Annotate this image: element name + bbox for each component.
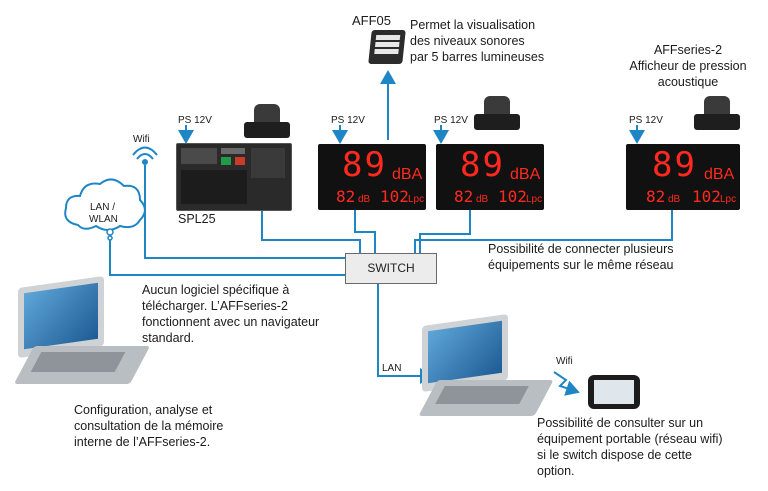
display-1-small-1: 82 (336, 187, 356, 206)
lan-label: LAN (382, 363, 402, 374)
affseries2-display-3: 89 dBA 82 dB 102 Lpc (626, 144, 740, 210)
config-note-3: interne de l’AFFseries-2. (74, 435, 211, 449)
display-3-big-value: 89 (652, 145, 697, 185)
switch-label: SWITCH (367, 261, 415, 275)
line-wifi-switch (144, 165, 345, 259)
software-note-2: télécharger. L’AFFseries-2 (142, 299, 288, 313)
affseries2-display-1: 89 dBA 82 dB 102 Lpc (318, 144, 426, 210)
display-1-unit: dBA (392, 166, 423, 183)
config-note-1: Configuration, analyse et (74, 403, 213, 417)
laptop-center-icon (418, 313, 554, 420)
line-display1-switch (354, 210, 376, 253)
laptop-left-icon (13, 275, 151, 390)
display-2-small-unit-1: dB (476, 194, 489, 205)
aff05-desc-2: des niveaux sonores (410, 34, 525, 48)
display-1-small-unit-2: Lpc (408, 194, 425, 205)
aff05-title: AFF05 (352, 13, 392, 28)
line-cloud-switch (109, 230, 345, 276)
ps12v-label: PS 12V (434, 115, 468, 126)
affseries2-display-2: 89 dBA 82 dB 102 Lpc (436, 144, 544, 210)
ps12v-label: PS 12V (331, 115, 365, 126)
microphone-icon (474, 96, 520, 132)
multi-note-2: équipements sur le même réseau (488, 258, 674, 272)
aff05-device-icon (368, 30, 406, 64)
aff05-desc-3: par 5 barres lumineuses (410, 50, 545, 64)
config-note-2: consultation de la mémoire (74, 419, 224, 433)
switch-box: SWITCH (345, 253, 437, 284)
display-3-small-1: 82 (646, 187, 666, 206)
display-1-small-unit-1: dB (358, 194, 371, 205)
affseries2-desc-1: AFFseries-2 (653, 43, 723, 57)
display-2-unit: dBA (510, 166, 541, 183)
line-switch-laptop (377, 282, 434, 384)
multi-note-1: Possibilité de connecter plusieurs (488, 242, 674, 256)
wifi-icon (132, 146, 158, 165)
cloud-label-2: WLAN (89, 214, 118, 225)
display-1-big-value: 89 (342, 145, 387, 185)
spl25-device (176, 143, 292, 211)
ps12v-label: PS 12V (178, 115, 212, 126)
affseries2-desc-2: Afficheur de pression (629, 59, 747, 73)
spl25-label: SPL25 (178, 212, 216, 226)
microphone-icon (244, 104, 290, 140)
ps12v-label: PS 12V (629, 115, 663, 126)
display-2-small-1: 82 (454, 187, 474, 206)
software-note-3: fonctionnent avec un navigateur (142, 315, 320, 329)
microphone-icon (694, 96, 740, 132)
display-3-unit: dBA (704, 166, 735, 183)
mobile-note-1: Possibilité de consulter sur un (537, 416, 704, 430)
display-2-small-unit-2: Lpc (526, 194, 543, 205)
wifi-label-right: Wifi (556, 356, 573, 367)
aff05-desc-1: Permet la visualisation (410, 18, 536, 32)
wifi-signal-line (553, 371, 580, 396)
display-3-small-unit-2: Lpc (720, 194, 737, 205)
line-display2-switch (419, 210, 471, 253)
cloud-label-1: LAN / (90, 202, 116, 213)
affseries2-desc-3: acoustique (657, 75, 719, 89)
display-1-small-2: 102 (380, 187, 409, 206)
display-2-big-value: 89 (460, 145, 505, 185)
software-note-1: Aucun logiciel spécifique à (142, 283, 290, 297)
wifi-label-left: Wifi (133, 134, 150, 145)
mobile-note-2: équipement portable (réseau wifi) (537, 432, 723, 446)
mobile-note-4: option. (537, 464, 575, 478)
display-3-small-unit-1: dB (668, 194, 681, 205)
mobile-note-3: si le switch dispose de cette (537, 448, 692, 462)
display-2-small-2: 102 (498, 187, 527, 206)
phone-icon (588, 375, 640, 409)
software-note-4: standard. (142, 331, 195, 345)
display-3-small-2: 102 (692, 187, 721, 206)
line-display3-switch (414, 210, 673, 253)
line-spl25-switch (261, 205, 361, 253)
